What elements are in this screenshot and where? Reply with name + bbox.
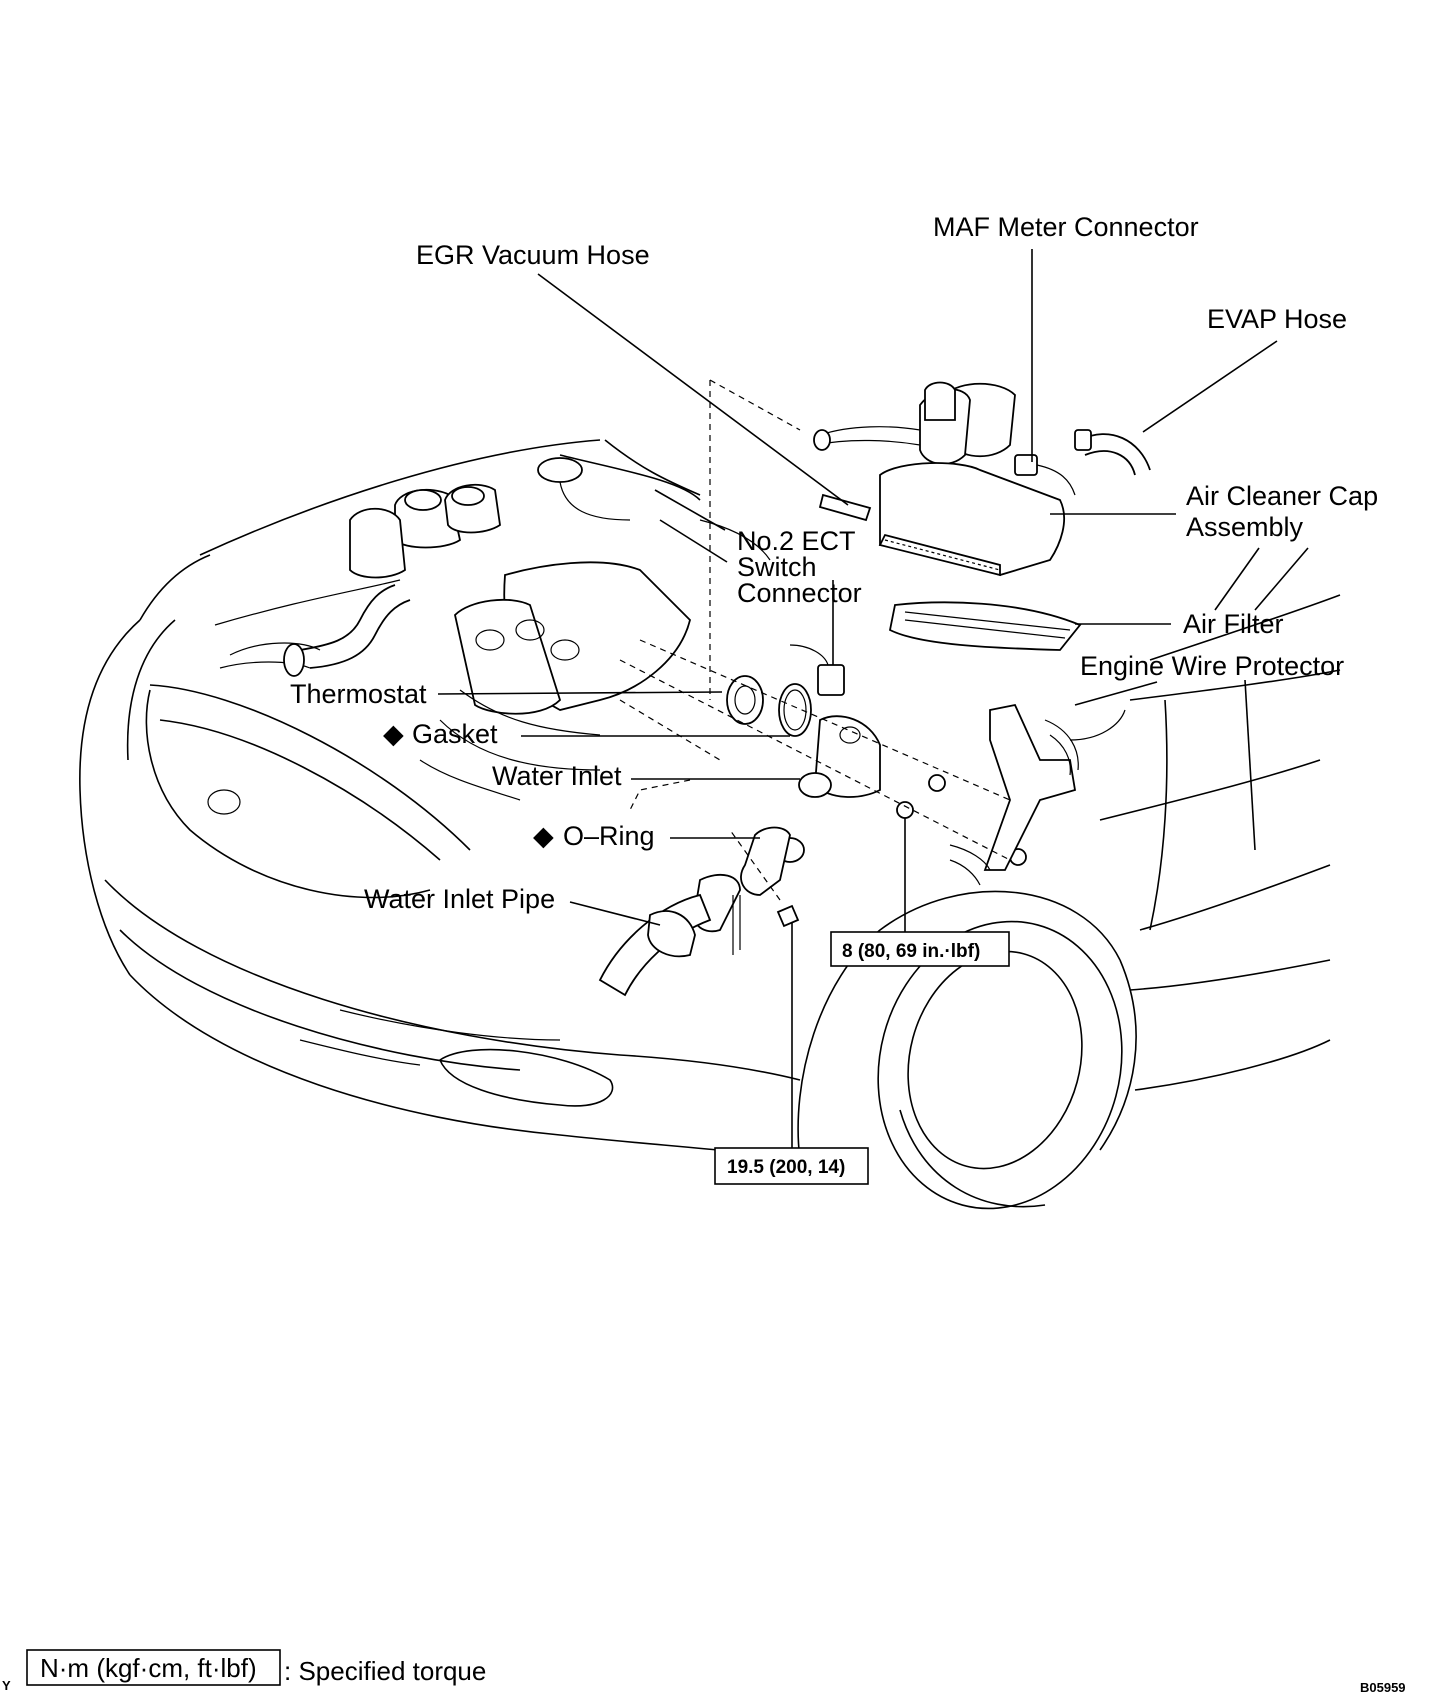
label-air-cleaner-cap-line2: Assembly — [1186, 512, 1304, 542]
car-body-outline — [79, 439, 1341, 1210]
label-air-filter: Air Filter — [1183, 609, 1284, 639]
label-no2-ect-line1: No.2 ECT — [737, 526, 856, 556]
torque-value-nut: 8 (80, 69 in.·lbf) — [842, 941, 980, 962]
label-egr-vacuum-hose: EGR Vacuum Hose — [416, 240, 650, 270]
torque-spec-nut: 8 (80, 69 in.·lbf) — [830, 931, 1010, 967]
torque-value-bolt: 19.5 (200, 14) — [727, 1157, 845, 1178]
engine-components — [219, 381, 1151, 997]
new-part-marker-gasket: ◆ — [383, 719, 404, 749]
label-evap-hose: EVAP Hose — [1207, 304, 1347, 334]
edge-letter: Y — [2, 1678, 11, 1692]
label-air-cleaner-cap-line1: Air Cleaner Cap — [1186, 481, 1378, 511]
leader-lines — [437, 249, 1309, 1148]
assembly-axes — [619, 379, 1011, 901]
label-no2-ect-line3: Connector — [737, 578, 862, 608]
torque-legend: N·m (kgf·cm, ft·lbf) : Specified torque — [26, 1649, 486, 1686]
new-part-marker-o-ring: ◆ — [533, 821, 554, 851]
label-water-inlet: Water Inlet — [492, 761, 622, 791]
torque-spec-bolt: 19.5 (200, 14) — [714, 1147, 869, 1185]
label-engine-wire-protector: Engine Wire Protector — [1080, 651, 1344, 681]
label-no2-ect-line2: Switch — [737, 552, 817, 582]
label-thermostat: Thermostat — [290, 679, 427, 709]
figure-code: B05959 — [1360, 1680, 1406, 1692]
legend-description: : Specified torque — [284, 1656, 486, 1686]
callout-labels: EGR Vacuum Hose MAF Meter Connector EVAP… — [290, 212, 1378, 914]
legend-unit: N·m (kgf·cm, ft·lbf) — [40, 1653, 257, 1683]
label-maf-meter-connector: MAF Meter Connector — [933, 212, 1199, 242]
label-gasket: Gasket — [412, 719, 498, 749]
label-o-ring: O–Ring — [563, 821, 655, 851]
label-water-inlet-pipe: Water Inlet Pipe — [364, 884, 555, 914]
